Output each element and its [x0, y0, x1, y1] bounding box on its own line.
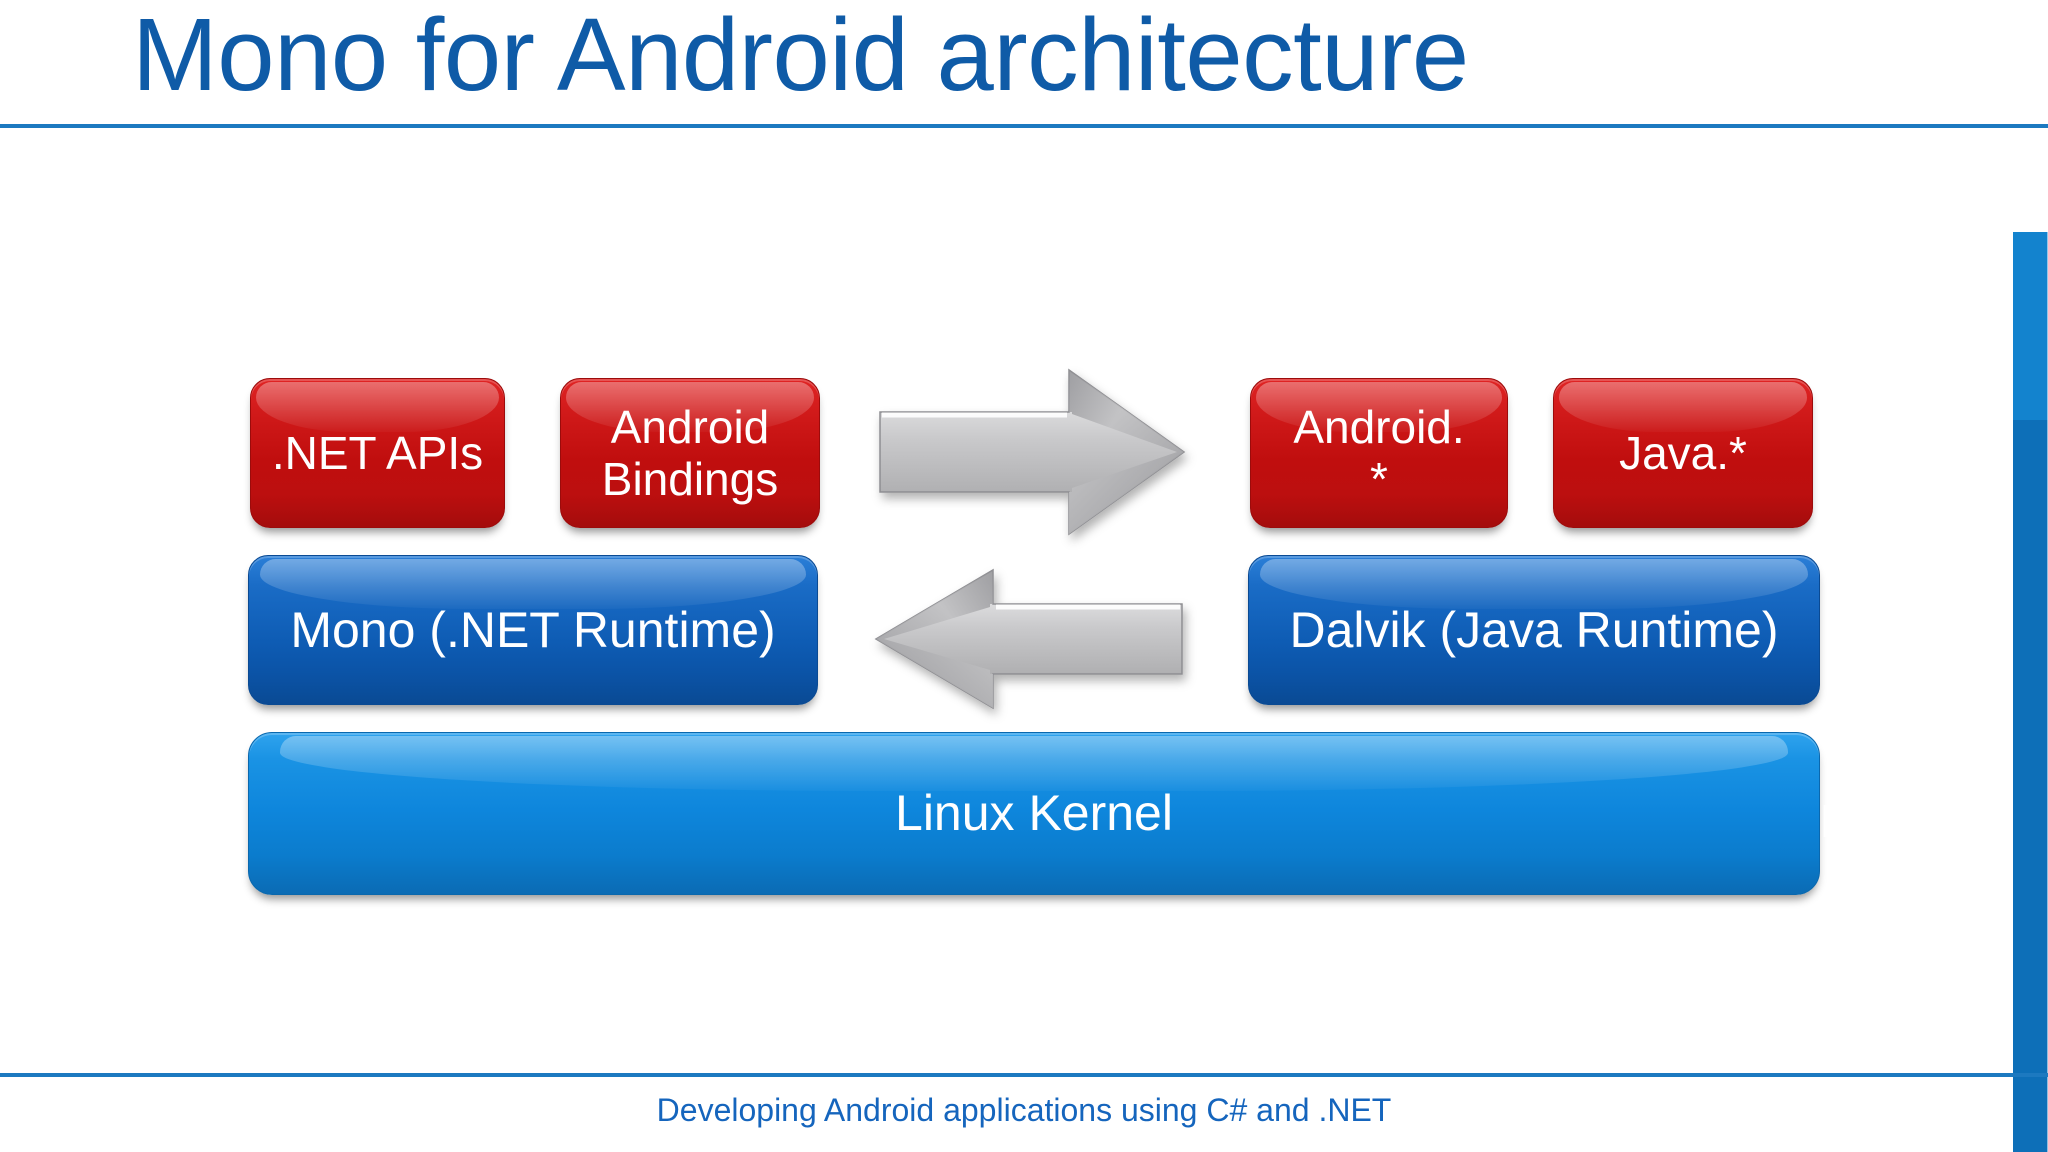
- title-divider: [0, 124, 2048, 128]
- arrow-mcw[interactable]: MCW: [872, 368, 1935, 844]
- box-java-namespace-label: Java.*: [1619, 426, 1747, 479]
- footer-text: Developing Android applications using C#…: [656, 1092, 1392, 1128]
- box-dotnet-apis-label: .NET APIs: [271, 426, 484, 479]
- box-android-namespace-label: Android. *: [1283, 401, 1474, 506]
- box-mono-runtime[interactable]: Mono (.NET Runtime): [248, 555, 818, 705]
- box-java-namespace[interactable]: Java.*: [1553, 378, 1813, 528]
- page-title: Mono for Android architecture: [132, 0, 1469, 112]
- box-dotnet-apis[interactable]: .NET APIs: [250, 378, 505, 528]
- box-android-namespace-line1: Android.: [1293, 400, 1465, 453]
- box-dalvik-runtime-label: Dalvik (Java Runtime): [1289, 601, 1779, 658]
- box-dalvik-runtime[interactable]: Dalvik (Java Runtime): [1248, 555, 1820, 705]
- box-linux-kernel[interactable]: Linux Kernel: [248, 732, 1820, 895]
- box-linux-kernel-label: Linux Kernel: [895, 785, 1173, 841]
- box-android-bindings[interactable]: Android Bindings: [560, 378, 820, 528]
- box-android-namespace[interactable]: Android. *: [1250, 378, 1508, 528]
- right-edge-accent-bar: [2013, 232, 2048, 1152]
- arrow-acw-shape: [874, 568, 1183, 710]
- arrow-acw[interactable]: ACW: [868, 568, 1190, 710]
- box-android-bindings-label: Android Bindings: [592, 401, 788, 506]
- box-android-bindings-line1: Android: [610, 400, 770, 453]
- box-mono-runtime-label: Mono (.NET Runtime): [290, 601, 776, 658]
- box-android-namespace-line2: *: [1370, 453, 1388, 505]
- arrow-mcw-shape: [879, 368, 1186, 536]
- arrow-mcw-label: MCW: [1820, 795, 1935, 847]
- footer-divider: [0, 1073, 2048, 1077]
- box-android-bindings-line2: Bindings: [601, 453, 779, 505]
